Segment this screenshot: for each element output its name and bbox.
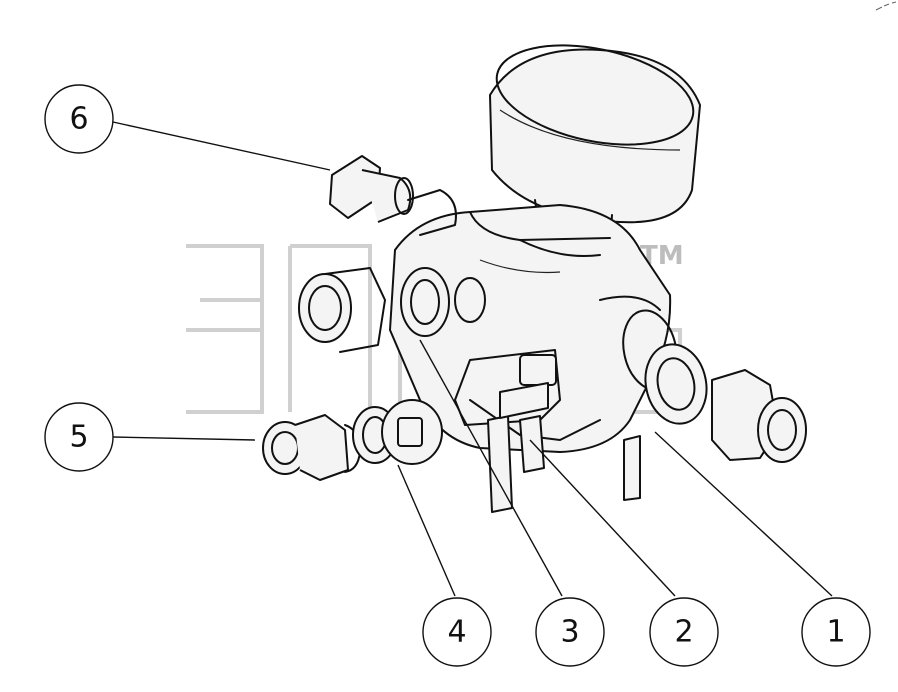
callout-3: 3 — [535, 597, 605, 667]
leader-lines — [112, 121, 833, 597]
fitting-part-6 — [329, 155, 457, 236]
fitting-part-5 — [262, 414, 361, 481]
callout-2: 2 — [649, 597, 719, 667]
callout-1: 1 — [801, 597, 871, 667]
callout-5: 5 — [44, 402, 114, 472]
leader-2 — [529, 439, 676, 597]
callout-3-label: 3 — [560, 615, 579, 650]
callout-6-label: 6 — [69, 102, 88, 137]
leader-5 — [112, 436, 256, 441]
corner-mark — [875, 1, 897, 11]
leader-1 — [654, 431, 833, 597]
callout-2-label: 2 — [674, 615, 693, 650]
callout-6: 6 — [44, 84, 114, 154]
leader-3 — [419, 339, 563, 597]
callout-5-label: 5 — [69, 420, 88, 455]
studs-part-3-2 — [487, 382, 549, 513]
left-middle-fitting — [298, 267, 486, 353]
leader-4 — [397, 464, 456, 597]
washer-part-4 — [352, 399, 443, 465]
callout-4: 4 — [422, 597, 492, 667]
callout-4-label: 4 — [447, 615, 466, 650]
callout-1-label: 1 — [826, 615, 845, 650]
fitting-part-1 — [623, 343, 807, 501]
leader-6 — [112, 121, 331, 171]
